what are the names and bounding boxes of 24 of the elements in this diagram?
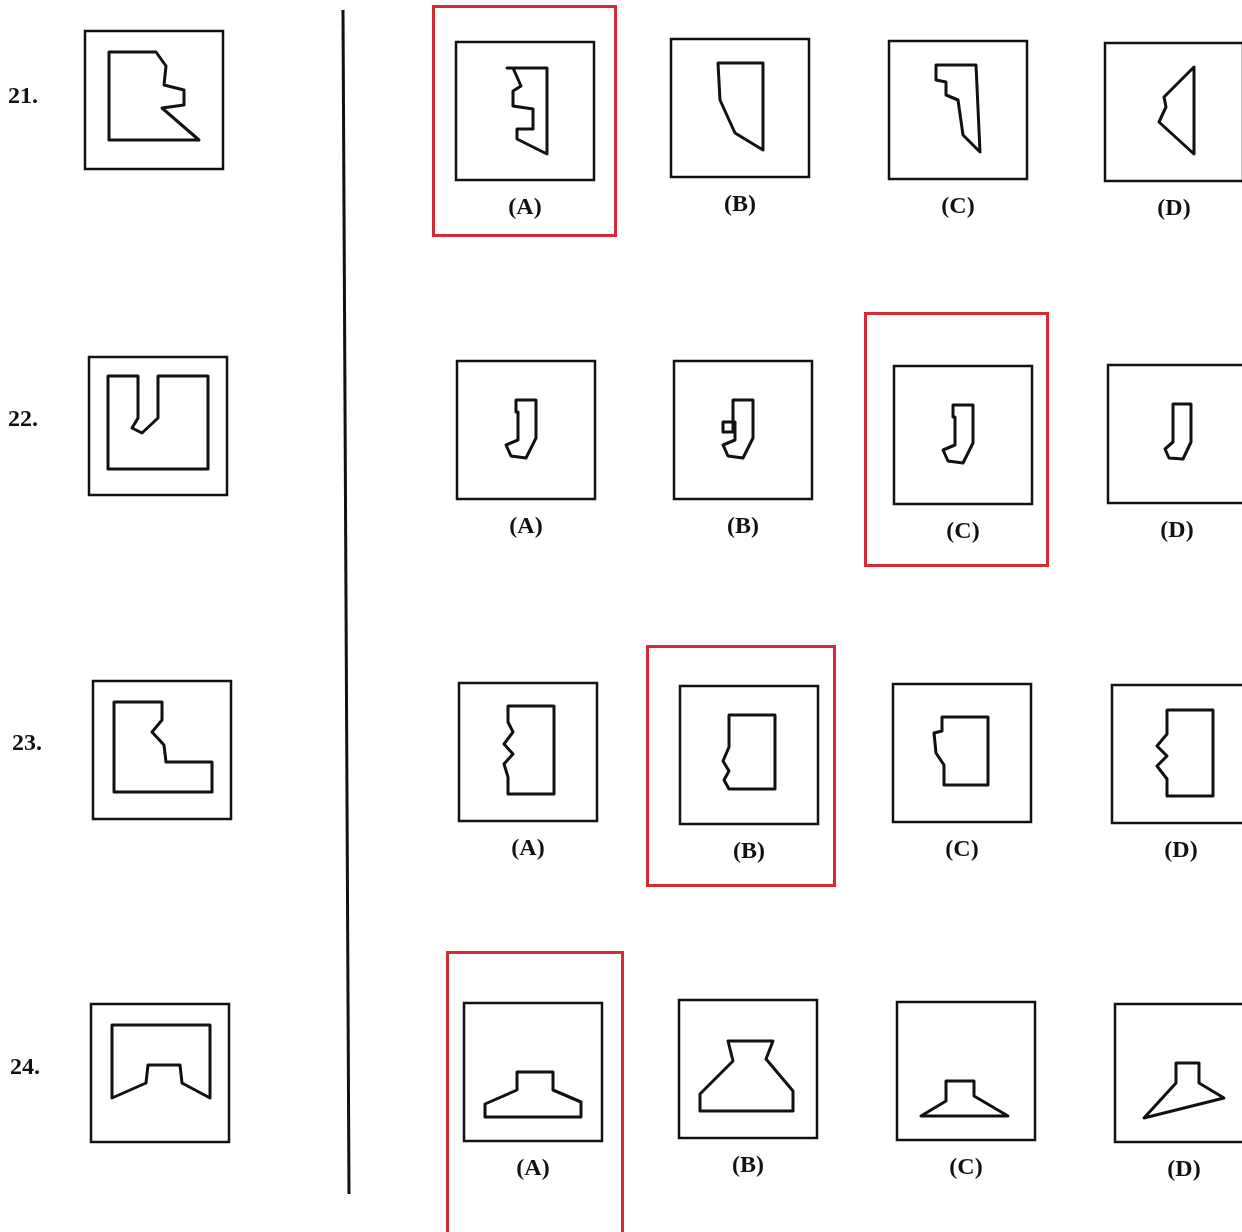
- option-label: (D): [1159, 516, 1195, 543]
- question-number: 21.: [8, 82, 38, 109]
- option-label: (A): [515, 1154, 551, 1181]
- answer-highlight: [646, 645, 836, 887]
- answer-highlight: [446, 951, 624, 1232]
- question-number: 24.: [10, 1053, 40, 1080]
- option-label: (B): [731, 1151, 765, 1178]
- question-number: 23.: [12, 729, 42, 756]
- option-label: (B): [723, 190, 757, 217]
- option-label: (D): [1163, 836, 1199, 863]
- answer-highlight: [432, 5, 617, 237]
- option-label: (D): [1166, 1155, 1202, 1182]
- option-label: (C): [945, 517, 981, 544]
- option-label: (C): [940, 192, 976, 219]
- option-label: (C): [944, 835, 980, 862]
- option-label: (D): [1156, 194, 1192, 221]
- option-label: (B): [726, 512, 760, 539]
- option-label: (A): [508, 512, 544, 539]
- option-label: (A): [507, 193, 543, 220]
- option-label: (B): [732, 837, 766, 864]
- option-label: (A): [510, 834, 546, 861]
- question-number: 22.: [8, 405, 38, 432]
- answer-highlight: [864, 312, 1049, 567]
- option-label: (C): [948, 1153, 984, 1180]
